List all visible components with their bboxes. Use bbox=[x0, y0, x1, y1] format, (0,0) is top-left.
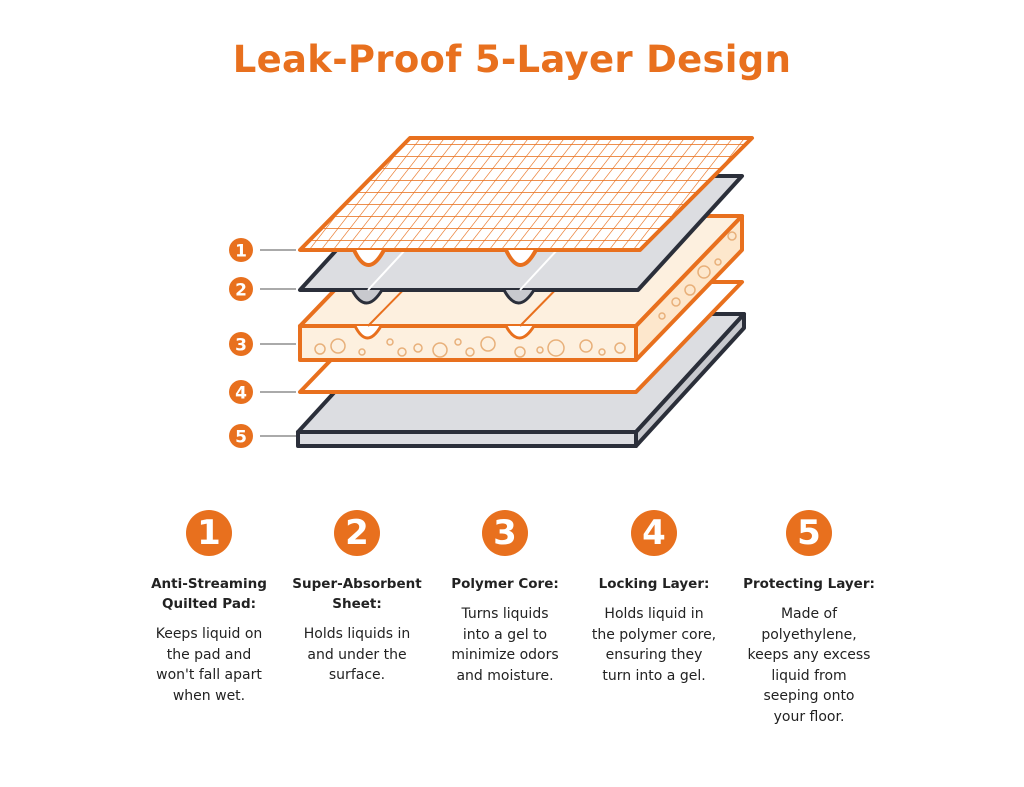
layer-heading-2: Super-Absorbent Sheet: bbox=[292, 576, 422, 612]
leader-lines bbox=[260, 249, 296, 437]
layer-heading-1: Anti-Streaming Quilted Pad: bbox=[151, 576, 267, 612]
layer-info-1: 1 Anti-Streaming Quilted Pad: Keeps liqu… bbox=[129, 510, 289, 706]
number-badge-4: 4 bbox=[631, 510, 677, 556]
marker-4-label: 4 bbox=[235, 384, 247, 404]
layer-1-quilted-pad bbox=[298, 136, 754, 267]
layer-description-5: Made of polyethylene, keeps any excess l… bbox=[747, 606, 871, 725]
layer-description-1: Keeps liquid on the pad and won't fall a… bbox=[155, 626, 263, 704]
page-title: Leak-Proof 5-Layer Design bbox=[232, 38, 792, 81]
marker-1: 1 bbox=[229, 238, 253, 262]
layer-info-5: 5 Protecting Layer: Made of polyethylene… bbox=[729, 510, 889, 727]
layer-info-2: 2 Super-Absorbent Sheet: Holds liquids i… bbox=[277, 510, 437, 686]
layer-diagram: 1 2 3 4 5 bbox=[229, 136, 754, 448]
marker-3: 3 bbox=[229, 332, 253, 356]
marker-2-label: 2 bbox=[235, 281, 247, 301]
layer-info-4: 4 Locking Layer: Holds liquid in the pol… bbox=[574, 510, 734, 686]
marker-3-label: 3 bbox=[235, 336, 247, 356]
layer-info-3: 3 Polymer Core: Turns liquids into a gel… bbox=[425, 510, 585, 686]
layer-heading-3: Polymer Core: bbox=[451, 576, 559, 592]
layer-description-2: Holds liquids in and under the surface. bbox=[303, 626, 411, 683]
number-badge-2: 2 bbox=[334, 510, 380, 556]
marker-2: 2 bbox=[229, 277, 253, 301]
number-badge-3: 3 bbox=[482, 510, 528, 556]
layer-description-4: Holds liquid in the polymer core, ensuri… bbox=[591, 606, 717, 684]
layer-description-3: Turns liquids into a gel to minimize odo… bbox=[451, 606, 559, 684]
layer-heading-4: Locking Layer: bbox=[598, 576, 710, 592]
marker-1-label: 1 bbox=[235, 242, 247, 262]
marker-5: 5 bbox=[229, 424, 253, 448]
layer-heading-5: Protecting Layer: bbox=[743, 576, 875, 592]
number-badge-1: 1 bbox=[186, 510, 232, 556]
marker-4: 4 bbox=[229, 380, 253, 404]
layer-markers: 1 2 3 4 5 bbox=[229, 238, 253, 448]
marker-5-label: 5 bbox=[235, 428, 247, 448]
number-badge-5: 5 bbox=[786, 510, 832, 556]
